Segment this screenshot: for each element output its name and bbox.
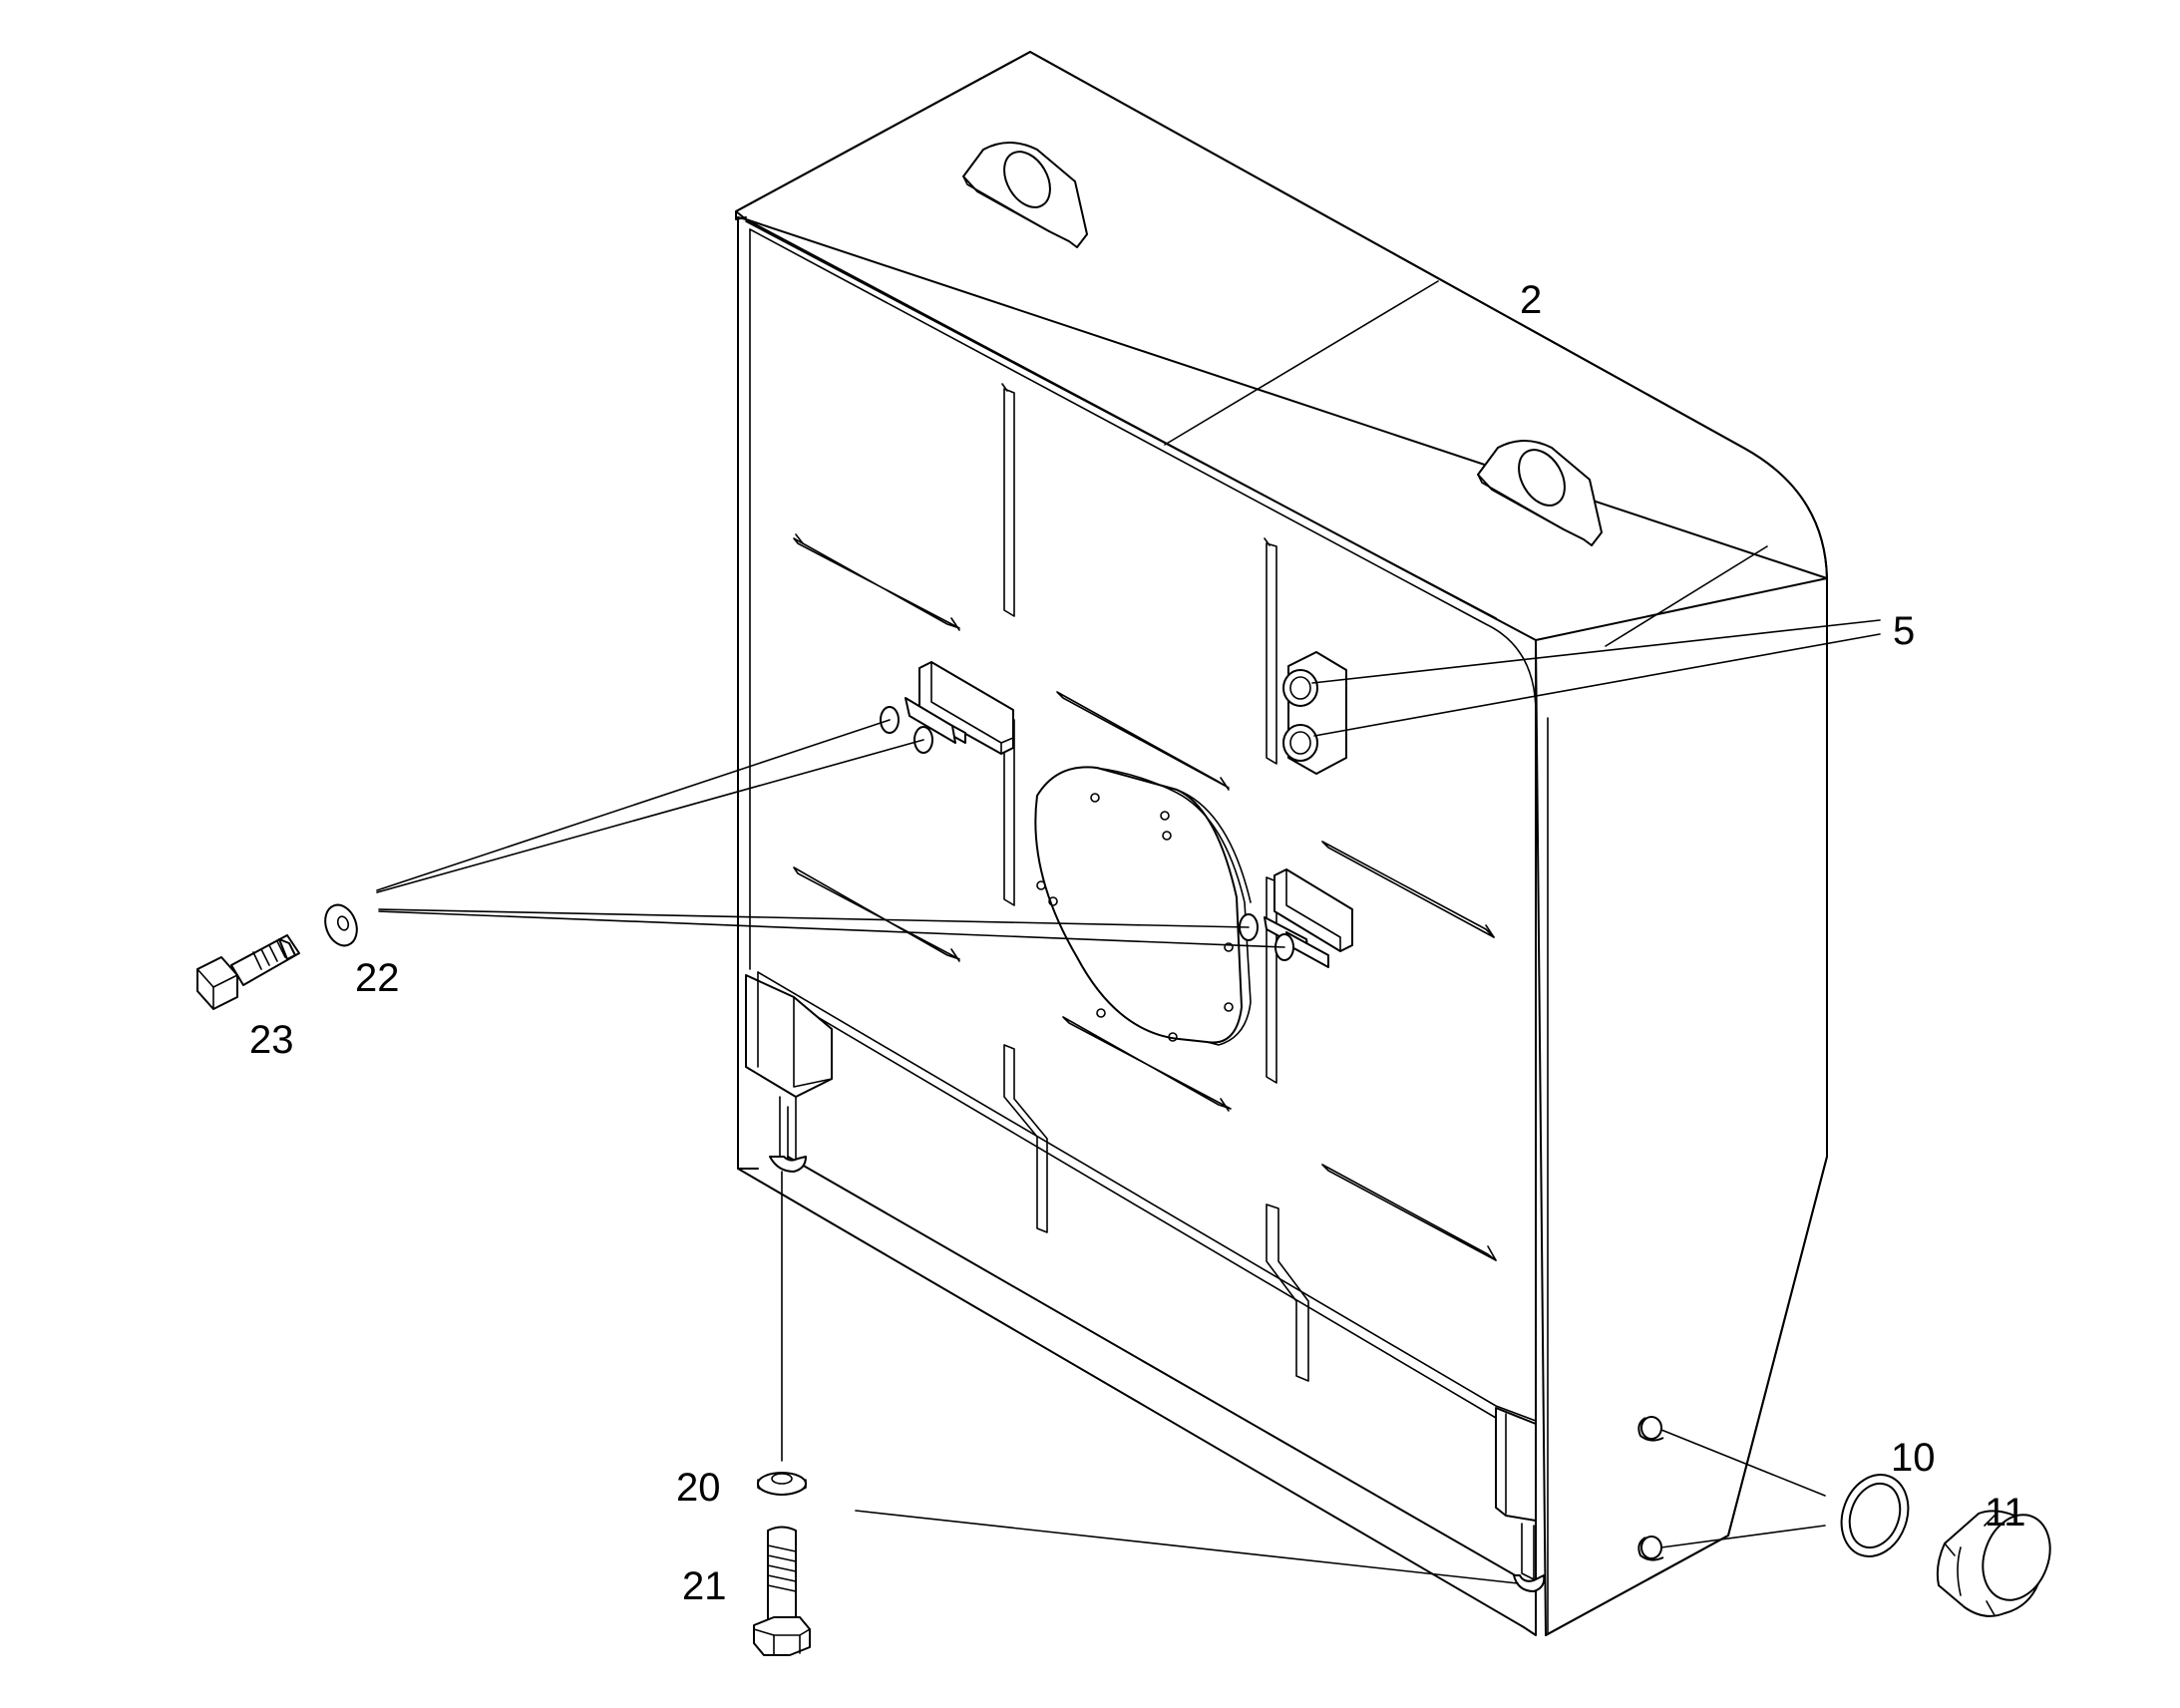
lifting-lug-right [1477,440,1603,546]
callout-21: 21 [682,1564,727,1608]
tank-side-face [1535,577,1828,1636]
lower-bracket-left [745,971,833,1173]
callout-10: 10 [1891,1436,1936,1480]
bolt-23 [196,934,300,1010]
callout-5: 5 [1893,609,1915,653]
tank-body [735,51,1828,1636]
stiffener-slots [793,383,1497,1382]
inspection-cover [1034,766,1252,1046]
lower-bracket-right [1495,1407,1546,1592]
leader-lines [376,619,1881,1584]
port-fittings [1282,651,1347,775]
callout-11: 11 [1985,1491,2026,1535]
washer-20 [757,1472,807,1496]
callout-20: 20 [676,1466,721,1510]
lifting-lug-left [962,142,1088,248]
mounting-bracket-upper [880,661,1014,755]
bolt-21 [753,1526,811,1656]
drain-bosses [1637,1416,1664,1561]
callout-22: 22 [355,956,400,1000]
plug-11 [1936,1510,2051,1617]
seal-ring-10 [1840,1474,1910,1557]
callout-23: 23 [249,1018,294,1062]
callout-2: 2 [1520,278,1542,322]
washer-22 [324,903,358,947]
